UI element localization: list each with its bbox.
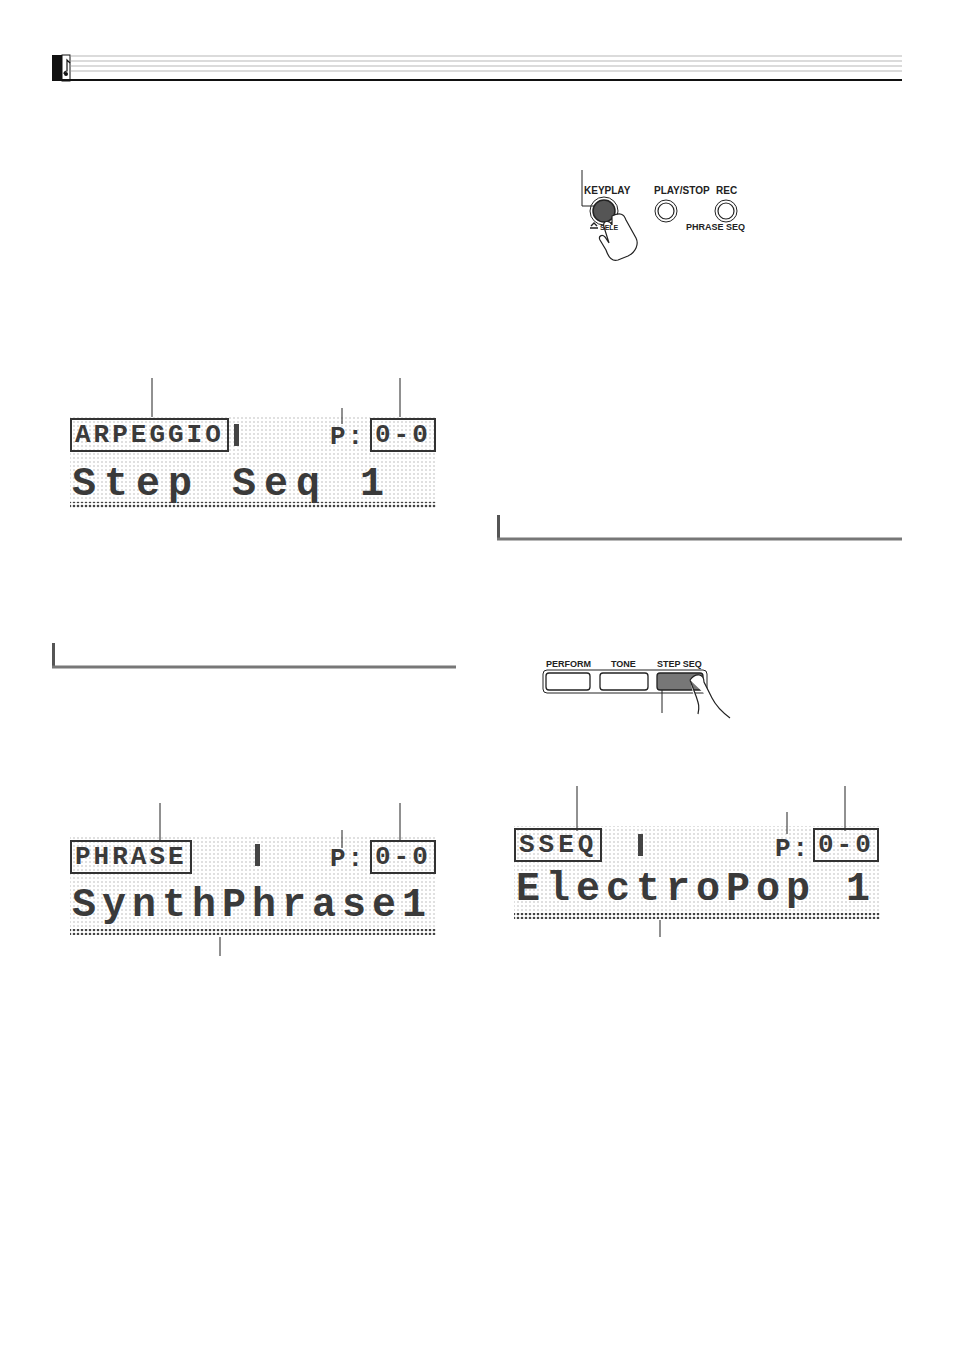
- lcd-highlight-box: 0-0: [813, 828, 879, 862]
- lcd-panel: [70, 416, 880, 936]
- lcd-text: ElectroPop 1: [516, 870, 876, 910]
- section-header: [52, 515, 902, 668]
- lcd-text: SSEQ: [519, 830, 597, 860]
- button-label: PHRASE SEQ: [686, 223, 745, 232]
- mode-buttons: [543, 670, 730, 718]
- button-label: PERFORM: [546, 660, 591, 669]
- lcd-text: Step Seq 1: [72, 465, 392, 505]
- button-label: KEYPLAY: [584, 186, 630, 196]
- lcd-text: PHRASE: [75, 842, 187, 872]
- button-label: TONE: [611, 660, 636, 669]
- lcd-highlight-box: ARPEGGIO: [70, 418, 229, 452]
- lcd-text: 0-0: [375, 842, 431, 872]
- lcd-text: SynthPhrase1: [72, 886, 432, 926]
- lcd-text: P:: [330, 424, 365, 450]
- lcd-highlight-box: PHRASE: [70, 840, 192, 874]
- lcd-text: P:: [775, 836, 810, 862]
- lcd-text: ARPEGGIO: [75, 420, 224, 450]
- leader-line: [152, 170, 845, 956]
- lcd-highlight-box: SSEQ: [514, 828, 602, 862]
- lcd-text: 0-0: [818, 830, 874, 860]
- lcd-text: 0-0: [375, 420, 431, 450]
- button-label: PLAY/STOP: [654, 186, 710, 196]
- lcd-text: P:: [330, 846, 365, 872]
- lcd-highlight-box: 0-0: [370, 840, 436, 874]
- button-label: REC: [716, 186, 737, 196]
- lcd-highlight-box: 0-0: [370, 418, 436, 452]
- button-label: SELE: [600, 224, 618, 231]
- button-label: STEP SEQ: [657, 660, 702, 669]
- page-header: [52, 55, 902, 81]
